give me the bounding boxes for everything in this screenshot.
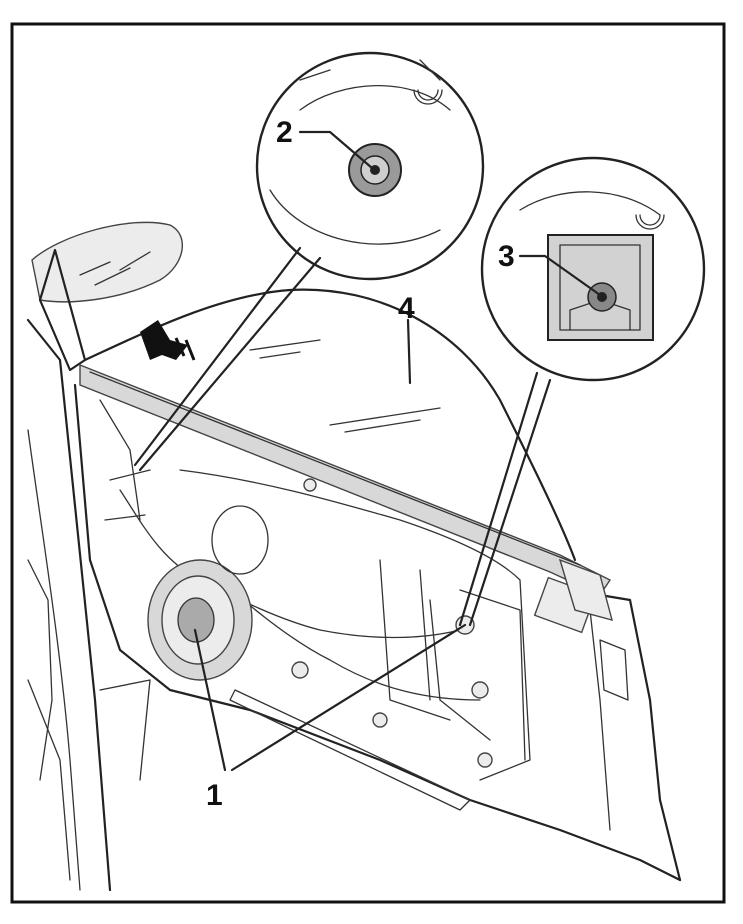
window-glass: [83, 288, 577, 562]
callout-4: 4: [398, 292, 415, 325]
callout-3: 3: [498, 240, 515, 273]
door-latch: [558, 558, 629, 701]
callout-2: 2: [276, 116, 293, 149]
callout-leaders: [193, 130, 602, 772]
mounting-points: [291, 478, 493, 768]
car-body-outline: [26, 318, 151, 892]
door-speaker: [147, 505, 269, 681]
side-mirror: [31, 221, 184, 372]
direction-arrow: [140, 320, 196, 361]
detail-circle-3: [480, 156, 706, 382]
detail-leader-lines: [133, 246, 552, 627]
callout-1: 1: [206, 779, 223, 812]
